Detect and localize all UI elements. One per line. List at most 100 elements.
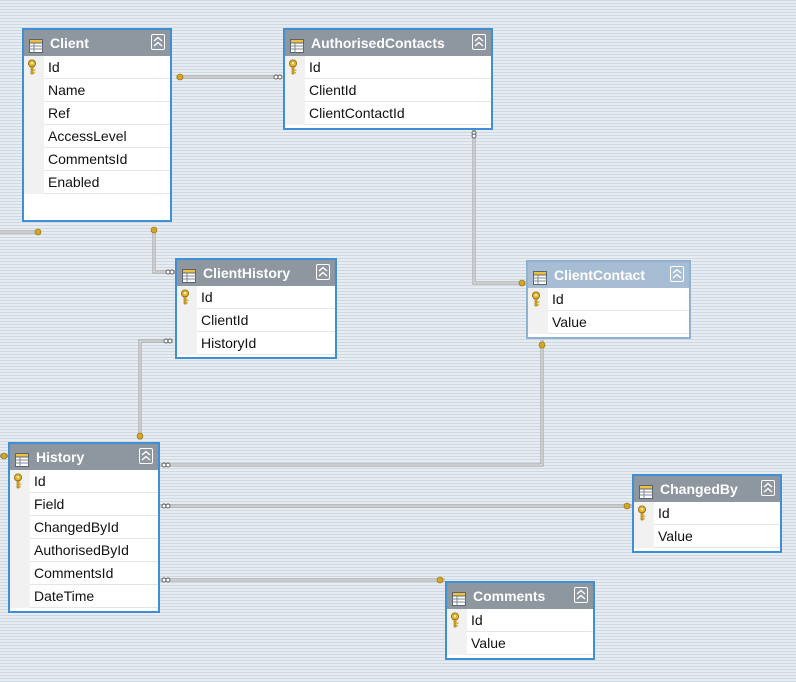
primary-key-icon: [638, 505, 646, 521]
table-icon: [533, 267, 547, 285]
primary-key-icon: [289, 59, 297, 75]
column-row[interactable]: CommentsId: [30, 562, 158, 585]
column-name: Id: [309, 59, 321, 75]
column-name: Id: [471, 612, 483, 628]
collapse-chevron-icon[interactable]: [139, 448, 153, 464]
column-row[interactable]: Field: [30, 493, 158, 516]
collapse-chevron-icon[interactable]: [761, 480, 775, 496]
authorised-contacts-table-title: AuthorisedContacts: [311, 35, 445, 51]
table-icon: [29, 35, 43, 53]
history-table-title: History: [36, 449, 85, 465]
many-end-marker: [165, 269, 171, 275]
column-row[interactable]: Id: [181, 286, 335, 309]
many-end-marker: [161, 577, 167, 583]
client-history-table-header[interactable]: ClientHistory: [177, 260, 335, 286]
column-row[interactable]: Id: [14, 470, 158, 493]
column-row[interactable]: ClientId: [197, 309, 335, 332]
client-table-header[interactable]: Client: [24, 30, 170, 56]
column-name: ClientContactId: [309, 105, 405, 121]
column-row[interactable]: DateTime: [30, 585, 158, 608]
column-name: Id: [658, 505, 670, 521]
column-row[interactable]: Ref: [44, 102, 170, 125]
primary-key-icon: [28, 59, 36, 75]
column-row[interactable]: Value: [467, 632, 593, 655]
column-row[interactable]: AccessLevel: [44, 125, 170, 148]
column-name: Id: [34, 473, 46, 489]
column-name: CommentsId: [48, 151, 128, 167]
column-row[interactable]: Enabled: [44, 171, 170, 194]
column-row[interactable]: Id: [28, 56, 170, 79]
column-name: Value: [471, 635, 506, 651]
column-row[interactable]: Name: [44, 79, 170, 102]
column-name: AuthorisedById: [34, 542, 129, 558]
key-end-marker: [176, 73, 184, 81]
key-end-marker: [538, 341, 546, 349]
column-row[interactable]: ClientId: [305, 79, 491, 102]
collapse-chevron-icon[interactable]: [151, 34, 165, 50]
column-row[interactable]: CommentsId: [44, 148, 170, 171]
column-name: Name: [48, 82, 86, 98]
key-end-marker: [436, 576, 444, 584]
column-row[interactable]: HistoryId: [197, 332, 335, 355]
authorised-contacts-table-header[interactable]: AuthorisedContacts: [285, 30, 491, 56]
column-row[interactable]: Id: [451, 609, 593, 632]
table-icon: [182, 265, 196, 283]
many-end-marker: [163, 338, 169, 344]
primary-key-icon: [451, 612, 459, 628]
column-name: HistoryId: [201, 335, 257, 351]
client-table-title: Client: [50, 35, 89, 51]
relationship-line: [152, 228, 176, 274]
comments-table-header[interactable]: Comments: [447, 583, 593, 609]
column-name: DateTime: [34, 588, 95, 604]
column-row[interactable]: Id: [532, 288, 689, 311]
column-name: Id: [552, 291, 564, 307]
column-row[interactable]: Id: [289, 56, 491, 79]
collapse-chevron-icon[interactable]: [316, 264, 330, 280]
many-end-marker: [161, 462, 167, 468]
column-name: Ref: [48, 105, 70, 121]
client-history-table-title: ClientHistory: [203, 265, 291, 281]
column-name: ClientId: [201, 312, 249, 328]
client-contact-table-header[interactable]: ClientContact: [528, 262, 689, 288]
relationship-line: [472, 130, 526, 285]
primary-key-icon: [532, 291, 540, 307]
primary-key-icon: [14, 473, 22, 489]
column-name: Value: [552, 314, 587, 330]
column-name: ClientId: [309, 82, 357, 98]
column-row[interactable]: AuthorisedById: [30, 539, 158, 562]
key-end-marker: [518, 279, 526, 287]
column-name: Id: [48, 59, 60, 75]
table-icon: [290, 35, 304, 53]
changed-by-table-header[interactable]: ChangedBy: [634, 476, 780, 502]
history-table-header[interactable]: History: [10, 444, 158, 470]
key-end-marker: [0, 452, 8, 460]
collapse-chevron-icon[interactable]: [472, 34, 486, 50]
relationship-line: [138, 339, 173, 440]
collapse-chevron-icon[interactable]: [670, 266, 684, 282]
column-row[interactable]: Value: [548, 311, 689, 334]
table-icon: [639, 481, 653, 499]
changed-by-table-title: ChangedBy: [660, 481, 738, 497]
collapse-chevron-icon[interactable]: [574, 587, 588, 603]
column-row[interactable]: Id: [638, 502, 780, 525]
column-name: Field: [34, 496, 65, 512]
key-end-marker: [623, 502, 631, 510]
primary-key-icon: [181, 289, 189, 305]
column-name: CommentsId: [34, 565, 114, 581]
column-row[interactable]: ChangedById: [30, 516, 158, 539]
column-row[interactable]: Value: [654, 525, 780, 548]
column-row[interactable]: ClientContactId: [305, 102, 491, 125]
